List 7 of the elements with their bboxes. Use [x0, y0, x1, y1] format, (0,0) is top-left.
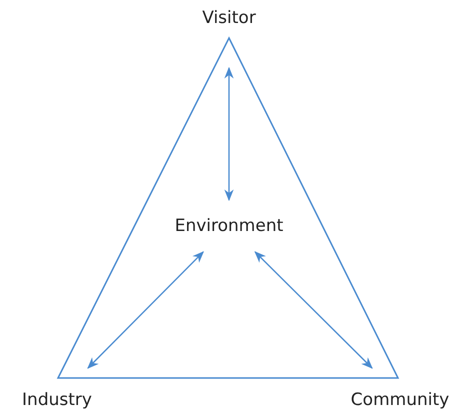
- double-arrow: [224, 66, 234, 202]
- node-label: Environment: [174, 216, 284, 236]
- node-label: Industry: [22, 390, 92, 410]
- node-label: Visitor: [202, 8, 256, 28]
- double-arrow: [87, 251, 204, 369]
- node-label: Community: [350, 390, 450, 410]
- double-arrow: [254, 251, 373, 369]
